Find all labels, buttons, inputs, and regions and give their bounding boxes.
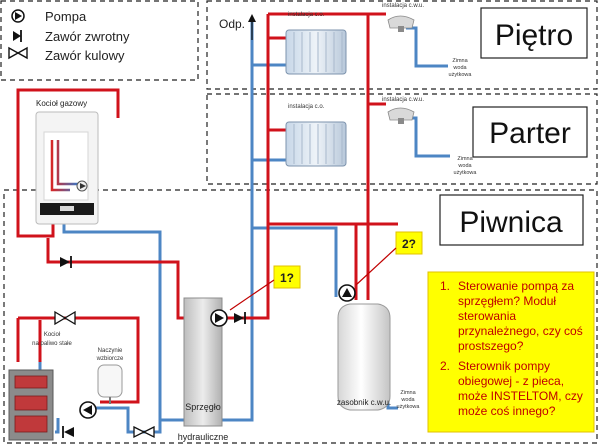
check-valve-gas-icon	[60, 256, 72, 268]
gas-boiler	[35, 111, 99, 225]
ground-floor-label: Parter	[489, 117, 571, 150]
legend-check-valve-label: Zawór zwrotny	[45, 29, 130, 44]
pump-dhw-icon	[338, 284, 356, 302]
note-2-number: 2.	[440, 359, 450, 373]
cold-upper-line-1: Zimna	[452, 58, 468, 64]
cold-upper-line-2: woda	[452, 65, 467, 71]
upper-floor-label-box	[480, 7, 588, 59]
dhw-tank-label: zasobnik c.w.u.	[337, 398, 391, 407]
ball-valve-solid-supply-icon	[54, 310, 76, 326]
note-1-line-4: przynależnego, czy coś	[458, 324, 583, 338]
basement-label: Piwnica	[459, 206, 563, 239]
check-valve-legend-icon	[13, 30, 22, 42]
note-2-line-4: może coś innego?	[458, 404, 556, 418]
heating-upper-label: instalacja c.o.	[288, 12, 325, 18]
note-1-line-3: sterowania	[458, 309, 516, 323]
question-marker-1-text: 1?	[280, 271, 294, 285]
dhw-tank	[337, 303, 391, 411]
dhw-ground-label: instalacja c.w.u.	[382, 97, 424, 103]
vent-label: Odp.	[219, 17, 245, 31]
pump-solid-boiler-icon	[79, 401, 97, 419]
check-valve-solid-icon	[62, 426, 74, 438]
cold-tank-line-2: woda	[400, 397, 415, 403]
ball-valve-solid-return-icon	[133, 425, 155, 439]
shower-ground-icon	[387, 107, 415, 124]
pump-legend-icon	[11, 9, 25, 23]
notes-box: 1. Sterowanie pompą za sprzęgłem? Moduł …	[427, 271, 595, 433]
cold-ground-line-1: Zimna	[457, 156, 473, 162]
note-2-line-3: może INSTELTOM, czy	[458, 389, 583, 403]
separator-label-1: Sprzęgło	[185, 402, 221, 412]
basement-label-box	[439, 194, 584, 246]
legend-pump-label: Pompa	[45, 9, 87, 24]
cold-ground-line-2: woda	[457, 163, 472, 169]
note-2-line-1: Sterownik pompy	[458, 359, 550, 373]
note-1-line-2: sprzęgłem? Moduł	[458, 294, 556, 308]
note-1-line-1: Sterowanie pompą za	[458, 279, 574, 293]
ball-valve-legend-icon	[8, 46, 28, 60]
cold-tank-line-1: Zimna	[400, 390, 416, 396]
question-marker-1: 1?	[229, 265, 301, 311]
radiator-upper	[285, 29, 347, 75]
upper-floor-label: Piętro	[495, 19, 573, 52]
radiator-ground	[285, 121, 347, 167]
heating-ground-label: instalacja c.o.	[288, 104, 325, 110]
gas-boiler-label: Kocioł gazowy	[36, 99, 87, 108]
legend-frame	[0, 0, 199, 81]
check-valve-separator-icon	[234, 312, 246, 324]
shower-upper-icon	[387, 15, 415, 32]
note-1-number: 1.	[440, 279, 450, 293]
pump-separator-icon	[210, 309, 228, 327]
upper-floor-frame	[206, 0, 598, 90]
question-marker-2: 2?	[355, 231, 423, 286]
dhw-upper-label: instalacja c.w.u.	[382, 3, 424, 9]
solid-boiler-label-1: Kocioł	[44, 332, 61, 338]
separator-label-2: hydrauliczne	[178, 432, 229, 442]
legend: Pompa Zawór zwrotny Zawór kulowy	[8, 9, 130, 63]
solid-fuel-boiler	[8, 369, 54, 441]
ground-floor-label-box	[472, 106, 588, 158]
question-marker-2-text: 2?	[402, 237, 416, 251]
solid-boiler-label-2: na paliwo stałe	[32, 341, 72, 347]
ground-floor-frame	[206, 93, 598, 185]
note-2-line-2: obiegowej - z pieca,	[458, 374, 564, 388]
vent-arrow-icon	[248, 14, 256, 40]
cold-tank-line-3: użytkowa	[397, 404, 421, 410]
note-1-line-5: prostszego?	[458, 339, 524, 353]
legend-ball-valve-label: Zawór kulowy	[45, 48, 125, 63]
cold-ground-line-3: użytkowa	[454, 170, 478, 176]
expansion-vessel-label-2: wzbiorcze	[96, 356, 124, 362]
cold-upper-line-3: użytkowa	[449, 72, 473, 78]
expansion-vessel-label-1: Naczynie	[98, 348, 123, 354]
expansion-vessel	[97, 364, 123, 404]
